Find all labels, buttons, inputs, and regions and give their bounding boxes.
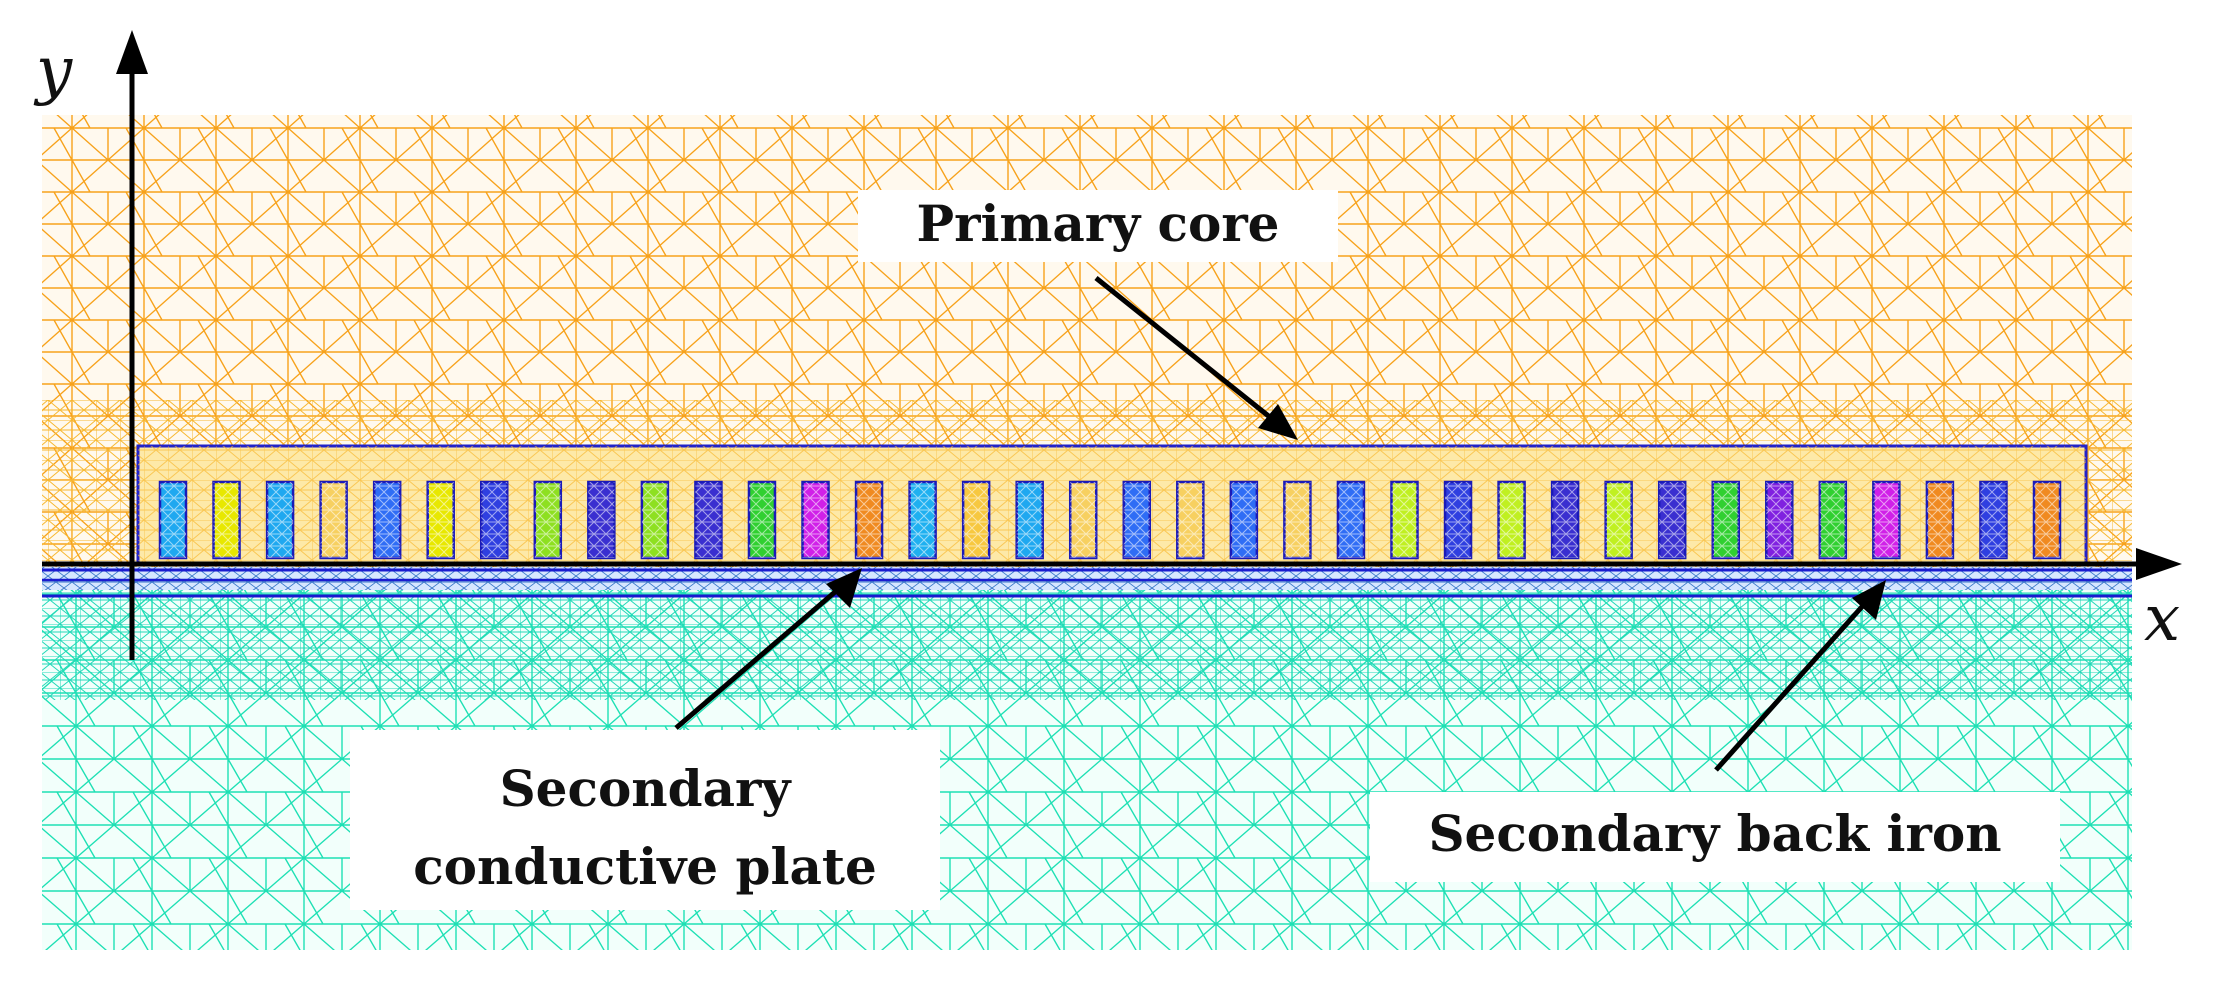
primary-core-pointer [1094, 276, 1298, 440]
slot-mesh [1659, 482, 1686, 558]
back-iron-callout-box [1370, 792, 2060, 882]
slot-mesh [748, 482, 775, 558]
primary-slots [158, 480, 2062, 560]
secondary-back-iron-fine-mesh [42, 590, 2132, 700]
slot-mesh [1712, 482, 1739, 558]
slot-mesh [1445, 482, 1472, 558]
conductive-plate-label-line1: Secondary [500, 759, 793, 818]
primary-core-mesh [138, 446, 2086, 563]
slot-mesh [1819, 482, 1846, 558]
slot-mesh [481, 482, 508, 558]
slot-mesh [1926, 482, 1953, 558]
primary-core-arrowhead [1258, 404, 1298, 440]
conductive-plate-label-line2: conductive plate [413, 837, 877, 896]
conductive-plate-callout-box [350, 730, 940, 910]
y-axis-arrowhead [116, 30, 148, 74]
slot-mesh [1552, 482, 1579, 558]
slot-mesh [1605, 482, 1632, 558]
slot-mesh [641, 482, 668, 558]
primary-core-label: Primary core [917, 194, 1280, 253]
conductive-plate-arrowhead [826, 568, 862, 608]
slot-mesh [374, 482, 401, 558]
slot-mesh [1766, 482, 1793, 558]
slot-mesh [427, 482, 454, 558]
slot-mesh [160, 482, 186, 558]
slot-mesh [2034, 482, 2060, 558]
slot-mesh [534, 482, 561, 558]
slot-mesh [267, 482, 294, 558]
x-axis-label: x [2144, 582, 2180, 656]
slot-mesh [695, 482, 722, 558]
back-iron-arrowhead [1852, 580, 1886, 620]
slot-mesh [588, 482, 615, 558]
slot-mesh [909, 482, 936, 558]
back-iron-pointer [1714, 580, 1886, 772]
slot-mesh [1230, 482, 1257, 558]
x-axis-arrowhead [2136, 548, 2182, 580]
slot-mesh [963, 482, 990, 558]
conductive-plate-pointer [674, 568, 862, 730]
back-iron-label: Secondary back iron [1428, 804, 2001, 863]
slot-mesh [1498, 482, 1525, 558]
slot-mesh [1284, 482, 1311, 558]
slot-mesh [1391, 482, 1418, 558]
x-axis [42, 548, 2182, 580]
slot-mesh [1980, 482, 2007, 558]
slot-mesh [1016, 482, 1043, 558]
slot-mesh [1070, 482, 1097, 558]
conductive-plate-mesh [42, 567, 2132, 590]
slot-mesh [1123, 482, 1150, 558]
y-axis [116, 30, 148, 660]
slot-mesh [320, 482, 347, 558]
slot-mesh [856, 482, 883, 558]
slot-mesh [1337, 482, 1364, 558]
slot-mesh [1873, 482, 1900, 558]
slot-mesh [1177, 482, 1204, 558]
slot-mesh [213, 482, 240, 558]
primary-core-callout-box [858, 190, 1338, 262]
y-axis-label: y [33, 34, 73, 108]
slot-mesh [802, 482, 829, 558]
